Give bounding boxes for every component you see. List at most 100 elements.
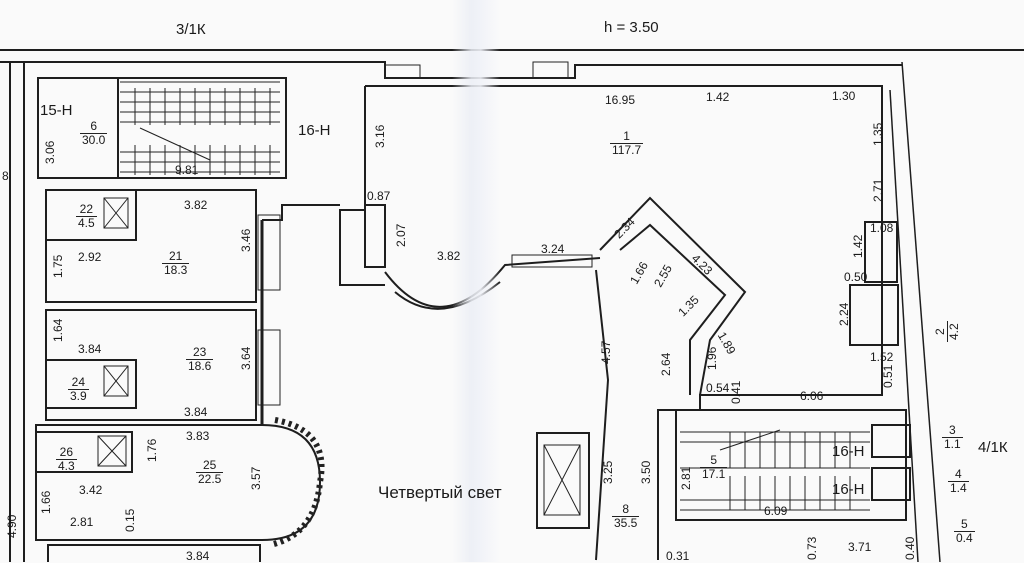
dim-3-71: 3.71	[848, 540, 872, 554]
room-22	[45, 189, 137, 241]
dim-1-75: 1.75	[51, 254, 65, 278]
dim-3-82-hall: 3.82	[437, 249, 461, 263]
dim-3-64: 3.64	[239, 346, 253, 370]
stair-treads-left	[120, 81, 280, 175]
windows	[257, 61, 593, 406]
angled-wall	[599, 196, 747, 396]
dim-0-87: 0.87	[367, 189, 391, 203]
stair-block-5	[675, 409, 907, 521]
outer-wall-right-inner	[889, 89, 919, 562]
dim-0-50: 0.50	[844, 270, 868, 284]
niche-087	[364, 204, 386, 268]
dim-3-84-bottom: 3.84	[186, 549, 210, 563]
sheet-label-3-1k: 3/1К	[176, 21, 206, 38]
dim-3-82-room21: 3.82	[184, 198, 208, 212]
dim-2-71: 2.71	[871, 178, 885, 202]
room-25	[35, 424, 322, 541]
dim-3-06: 3.06	[43, 140, 57, 164]
fourth-light-label: Четвертый свет	[378, 483, 502, 502]
ceiling-height-label: h = 3.50	[604, 19, 659, 36]
dim-1-08: 1.08	[870, 221, 894, 235]
shafts	[97, 197, 581, 516]
dim-0-40: 0.40	[903, 536, 917, 560]
stair-15h-label: 15-Н	[40, 102, 73, 119]
room-6-cell	[37, 77, 119, 179]
dim-0-15: 0.15	[123, 508, 137, 532]
stair-label-4-1k: 4/1К	[978, 439, 1008, 456]
stair-16h-label-mid: 16-Н	[832, 443, 865, 460]
dim-4-57: 4.57	[599, 340, 613, 364]
angled-wall-inner	[619, 223, 727, 395]
stair-block-6	[37, 77, 287, 179]
room-4	[871, 467, 911, 501]
dim-4-90: 4.90	[5, 514, 19, 538]
dim-2-81-left: 2.81	[70, 515, 94, 529]
dim-1-76: 1.76	[145, 438, 159, 462]
dim-1-66-left: 1.66	[39, 490, 53, 514]
shaft-wall	[595, 269, 610, 561]
outer-wall-top-inner	[0, 61, 902, 79]
partition-wall-left	[262, 204, 340, 221]
dim-3-24: 3.24	[541, 242, 565, 256]
dim-0-51: 0.51	[881, 364, 895, 388]
dim-1-42-top: 1.42	[706, 90, 730, 104]
dim-1-96: 1.96	[705, 346, 719, 370]
room-8-shaft	[536, 432, 590, 529]
dim-3-50: 3.50	[639, 460, 653, 484]
dim-2-64: 2.64	[659, 352, 673, 376]
room-24	[45, 359, 137, 409]
dim-2-81-right: 2.81	[679, 466, 693, 490]
dim-1-30: 1.30	[832, 89, 856, 103]
stair-16h-label-bottom: 16-Н	[832, 481, 865, 498]
dim-3-46: 3.46	[239, 228, 253, 252]
dim-2-07: 2.07	[394, 223, 408, 247]
dim-0-54: 0.54	[706, 381, 730, 395]
dim-1-64: 1.64	[51, 318, 65, 342]
room-26	[35, 431, 133, 473]
hall-room-1-left	[339, 86, 385, 286]
dim-6-09: 6.09	[764, 504, 788, 518]
room-108	[864, 221, 898, 283]
room-21	[45, 189, 257, 303]
stair-16h-label-top: 16-Н	[298, 122, 331, 139]
dim-0-31: 0.31	[666, 549, 690, 563]
dim-3-16: 3.16	[373, 124, 387, 148]
dim-16-95: 16.95	[605, 93, 636, 107]
room-2	[849, 284, 899, 346]
dim-9-81: 9.81	[175, 163, 199, 177]
dim-1-42-right: 1.42	[851, 234, 865, 258]
dim-1-52: 1.52	[870, 350, 894, 364]
room-23	[45, 309, 257, 421]
dim-2-24: 2.24	[837, 302, 851, 326]
dim-8: 8	[2, 169, 9, 183]
dim-3-42: 3.42	[79, 483, 103, 497]
dim-3-84-room23: 3.84	[184, 405, 208, 419]
dim-3-57: 3.57	[249, 466, 263, 490]
curved-bay	[384, 257, 601, 308]
room-3	[871, 424, 911, 458]
dim-2-92: 2.92	[78, 250, 102, 264]
room-bottom-left	[47, 544, 261, 562]
dim-6-06: 6.06	[800, 389, 824, 403]
dim-1-35-right: 1.35	[871, 122, 885, 146]
dim-0-41: 0.41	[729, 380, 743, 404]
stair-treads-right	[680, 429, 870, 511]
dim-3-84-room24: 3.84	[78, 342, 102, 356]
dim-3-83: 3.83	[186, 429, 210, 443]
dim-3-25: 3.25	[601, 460, 615, 484]
